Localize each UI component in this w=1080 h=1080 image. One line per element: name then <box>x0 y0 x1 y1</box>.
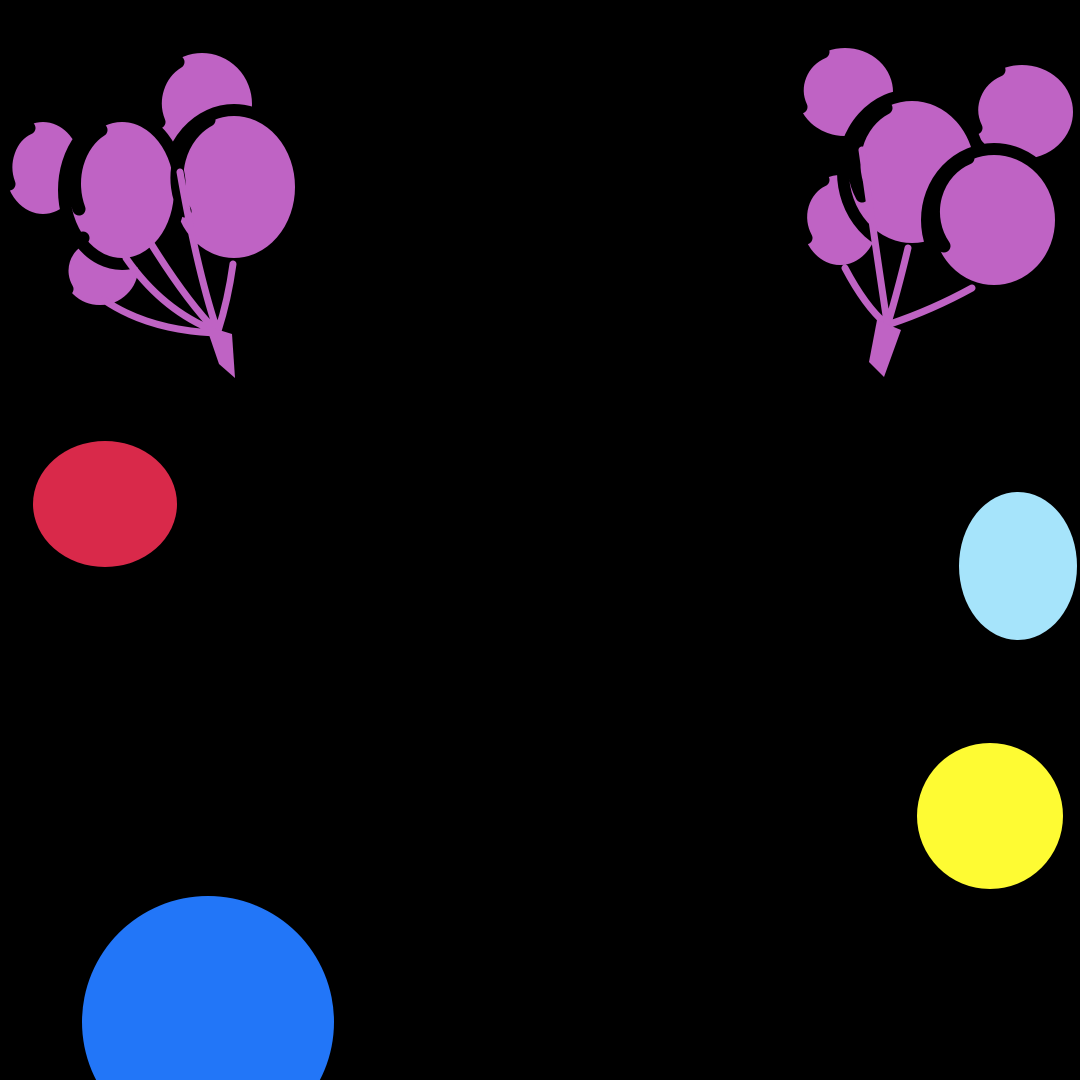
balloon-string <box>884 244 912 327</box>
balloon-highlight-icon <box>790 45 830 114</box>
balloon-highlight-icon <box>794 173 830 245</box>
balloon-string <box>841 264 890 328</box>
balloon-string <box>122 254 219 335</box>
blue-dot <box>82 896 334 1080</box>
balloon-string <box>886 284 976 328</box>
balloon-string-tail <box>869 320 901 377</box>
balloon-highlight-icon <box>847 101 893 203</box>
balloon-highlight-icon <box>170 113 216 218</box>
balloon-highlight-icon <box>148 55 185 129</box>
sky-blue-dot <box>959 492 1077 640</box>
balloon-string <box>214 260 237 335</box>
balloon-bunch-left-icon <box>0 41 307 378</box>
balloon-bunch-right-icon <box>785 36 1080 377</box>
balloon-highlight-icon <box>68 123 108 216</box>
balloon-string-tail <box>206 326 235 378</box>
balloon-string <box>176 168 221 334</box>
red-dot <box>33 441 177 567</box>
balloon-string <box>858 146 891 326</box>
balloon-highlight-icon <box>965 63 1006 135</box>
yellow-dot <box>917 743 1063 889</box>
balloon-highlight-icon <box>55 231 90 296</box>
balloon-string <box>146 238 220 335</box>
balloon-lower-right-icon <box>921 143 1067 297</box>
balloon-highlight-icon <box>0 121 36 191</box>
balloon-string <box>100 296 219 337</box>
balloon-highlight-icon <box>926 151 975 253</box>
